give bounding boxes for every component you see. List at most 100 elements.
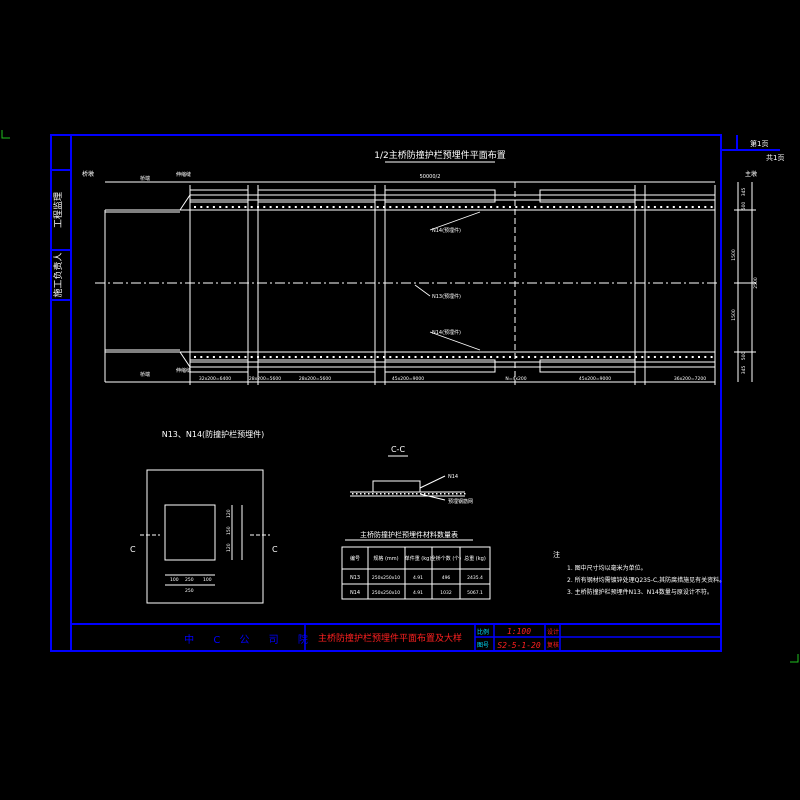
rebar-mark [448,493,450,495]
plan-right-end: 主墩 [745,170,757,178]
embed-plate-mark [200,206,203,208]
plan-top-left-label: 桥端 [140,175,150,182]
plan-label-n14-top: N14(预埋件) [432,227,461,234]
embed-plate-mark [244,356,247,358]
plan-bottom-left-label: 桥端 [140,371,150,378]
embed-plate-mark [263,206,266,208]
embed-plate-mark [269,356,272,358]
table-cell: 4.91 [413,590,423,596]
title-block [304,624,721,651]
notes-heading: 注 [553,550,560,559]
embed-plate-mark [370,206,373,208]
embed-plate-mark [269,206,272,208]
table-cell: 1032 [440,590,452,596]
embed-plate-mark [464,356,467,358]
embed-plate-mark [326,356,329,358]
side-label-2: 施工负责人 [52,252,64,297]
embed-plate-mark [345,356,348,358]
table-title: 主桥防撞护栏预埋件材料数量表 [360,530,458,539]
dim-label: 45x200=9000 [392,376,424,382]
detail-dim: 120 [226,509,232,518]
embed-plate-mark [458,356,461,358]
embed-plate-mark [616,356,619,358]
embed-plate-mark [212,206,215,208]
embed-plate-mark [206,206,209,208]
embed-plate-mark [622,206,625,208]
scale-value: 1:100 [507,627,531,636]
embed-plate-mark [250,356,253,358]
embed-plate-mark [502,356,505,358]
embed-plate-mark [628,206,631,208]
embed-plate-mark [219,356,222,358]
rebar-mark [428,493,430,495]
scale-label: 比例 [477,628,489,636]
rebar-mark [460,493,462,495]
dim-label: 28x200=5600 [249,376,281,382]
embed-plate-mark [616,206,619,208]
embed-plate-mark [553,356,556,358]
embed-plate-mark [660,356,663,358]
rebar-mark [420,493,422,495]
embed-plate-mark [546,356,549,358]
embed-plate-mark [565,206,568,208]
embed-plate-mark [698,206,700,208]
embed-plate-mark [219,206,222,208]
note-item: 1. 图中尺寸均以毫米为单位。 [567,564,647,572]
design-label: 设计 [547,628,559,636]
embed-plate-mark [194,206,196,208]
dim-label: 28x200=5600 [299,376,331,382]
company-name: 中 C 公 司 院 [184,633,316,646]
rebar-mark [416,493,418,495]
embed-plate-mark [572,206,574,208]
corner-tag-1: 第1页 [750,139,768,148]
rebar-mark [404,493,406,495]
embed-plate-mark [389,206,392,208]
section-mark-right: C [272,545,278,554]
section-cc [350,475,465,501]
table-cell: 250x250x10 [372,590,400,596]
embed-plate-mark [458,206,461,208]
embed-plate-mark [641,356,644,358]
embed-plate-mark [496,206,499,208]
rebar-mark [380,493,382,495]
dim-label: N=4x200 [505,376,526,382]
embed-plate-mark [370,356,373,358]
embed-plate-mark [401,356,404,358]
embed-plate-mark [546,206,549,208]
embed-plate-mark [257,356,259,358]
table-cell: 496 [442,575,451,581]
embed-plate-mark [433,206,436,208]
embed-plate-mark [420,206,423,208]
embed-plate-mark [502,206,505,208]
quantity-table-header: 编号 规格 (mm) 单件重 (kg) 全桥个数 (个) 总重 (kg) [350,555,486,562]
embed-plate-mark [490,206,493,208]
sheet-frame [50,134,780,652]
embed-plate-mark [446,206,448,208]
embed-plate-mark [282,206,285,208]
embed-plate-mark [464,206,467,208]
dim-label: 1500 [731,309,737,321]
embed-plate-mark [565,356,568,358]
embed-plate-mark [376,356,379,358]
embed-plate-mark [622,356,625,358]
table-header-cell: 单件重 (kg) [405,555,432,562]
embed-plate-mark [294,356,297,358]
bottom-dimension-labels: 32x200=6400 28x200=5600 28x200=5600 45x2… [199,376,706,382]
embed-plate-mark [660,206,663,208]
dim-label: 45x200=9000 [579,376,611,382]
section-cc-hatch [352,493,466,495]
embed-plate-mark [408,206,411,208]
embed-plate-mark [401,206,404,208]
quantity-table-row: N13 250x250x10 4.91 496 2435.4 [350,575,483,581]
detail-plate [140,469,270,604]
embed-plate-mark [527,356,530,358]
note-item: 3. 主桥防撞护栏预埋件N13、N14数量与原设计不符。 [567,588,713,596]
embed-plate-mark [332,206,335,208]
embed-plate-mark [212,356,215,358]
embed-plate-mark [389,356,392,358]
detail-dim: 120 [226,543,232,552]
embed-plate-mark [609,356,612,358]
plan-title: 1/2主桥防撞护栏预埋件平面布置 [374,149,506,161]
detail-dim: 250 [185,577,194,583]
embed-plate-mark [679,206,682,208]
